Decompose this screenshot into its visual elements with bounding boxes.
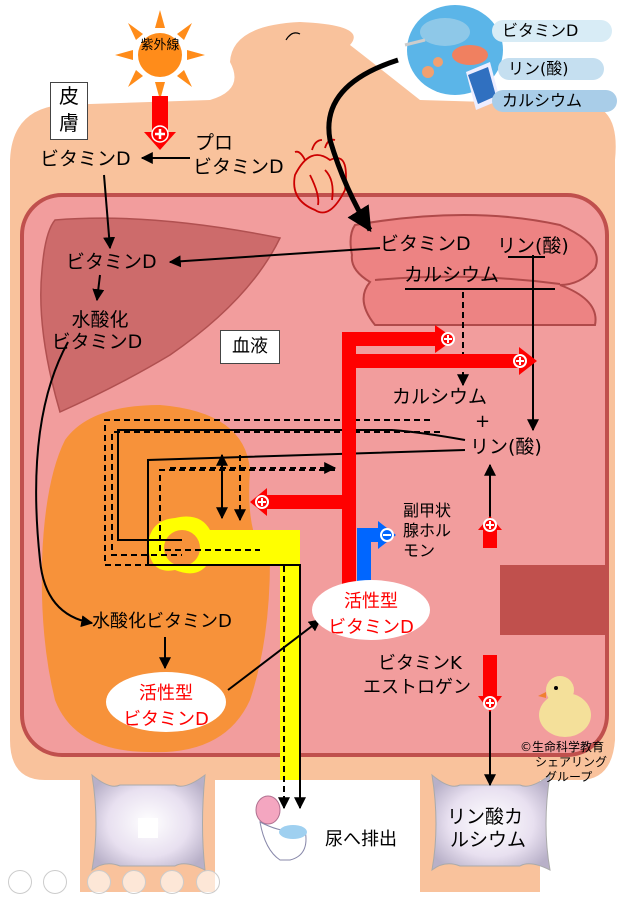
slides-view-button[interactable] xyxy=(122,870,146,894)
bone-factor-2: エストロゲン xyxy=(363,677,471,698)
pth-3: モン xyxy=(403,541,436,560)
bone-label-1: リン酸カ xyxy=(447,806,524,828)
excretion-label: 尿へ排出 xyxy=(325,829,397,850)
pth-2: 腺ホル xyxy=(403,521,452,540)
chick-icon xyxy=(538,676,591,737)
right-bone xyxy=(431,773,551,872)
skin-label: 皮膚 xyxy=(50,82,88,140)
active-vitamin-d-kidney: 活性型 ビタミンD xyxy=(106,672,226,732)
blood-phosphorus: リン(酸) xyxy=(470,436,542,458)
intestine-vitamin-d: ビタミンD xyxy=(380,233,471,255)
blood-plus: + xyxy=(475,411,491,432)
kidney-hydroxy: 水酸化ビタミンD xyxy=(92,611,232,632)
credit-2: シェアリング xyxy=(535,755,608,769)
intestine-phosphorus: リン(酸) xyxy=(497,235,569,257)
liver-hydroxy-1: 水酸化 xyxy=(71,309,129,331)
pen-tool-button[interactable] xyxy=(87,870,111,894)
pro-vitamin-d-2: ビタミンD xyxy=(193,156,284,178)
food-icon xyxy=(404,5,503,110)
bone-label-2: ルシウム xyxy=(450,829,527,851)
liver-vitamin-d: ビタミンD xyxy=(66,251,157,273)
bone-factor-1: ビタミンK xyxy=(378,653,462,674)
skin-vitamin-d: ビタミンD xyxy=(40,148,131,170)
sun-icon xyxy=(115,10,205,100)
kidney-active-1: 活性型 xyxy=(139,683,193,704)
pth-1: 副甲状 xyxy=(403,501,452,520)
food-phosphorus: リン(酸) xyxy=(498,58,604,80)
zoom-button[interactable] xyxy=(160,870,184,894)
liver-hydroxy-2: ビタミンD xyxy=(51,331,143,353)
active-center-1: 活性型 xyxy=(344,591,398,612)
credit-1: ©生命科学教育 xyxy=(520,740,605,754)
active-vitamin-d-center: 活性型 ビタミンD xyxy=(312,580,430,640)
intestine xyxy=(349,214,598,326)
kidney-active-2: ビタミンD xyxy=(123,709,209,730)
blood-calcium: カルシウム xyxy=(392,386,488,408)
food-calcium: カルシウム xyxy=(492,90,617,112)
intestine-calcium: カルシウム xyxy=(404,264,500,286)
urine-channel xyxy=(172,545,300,780)
pro-vitamin-d-1: プロ xyxy=(195,132,234,154)
bone-block xyxy=(500,565,607,635)
liver xyxy=(40,217,282,414)
sun-label: 紫外線 xyxy=(140,38,180,53)
kidney xyxy=(41,405,270,753)
more-options-button[interactable] xyxy=(196,870,220,894)
credit-3: グループ xyxy=(545,770,593,784)
active-center-2: ビタミンD xyxy=(328,617,414,638)
blood-label: 血液 xyxy=(220,330,280,364)
food-vitamin-d: ビタミンD xyxy=(492,20,612,42)
next-slide-button[interactable] xyxy=(43,870,67,894)
prev-slide-button[interactable] xyxy=(8,870,32,894)
toilet-icon xyxy=(255,795,307,861)
